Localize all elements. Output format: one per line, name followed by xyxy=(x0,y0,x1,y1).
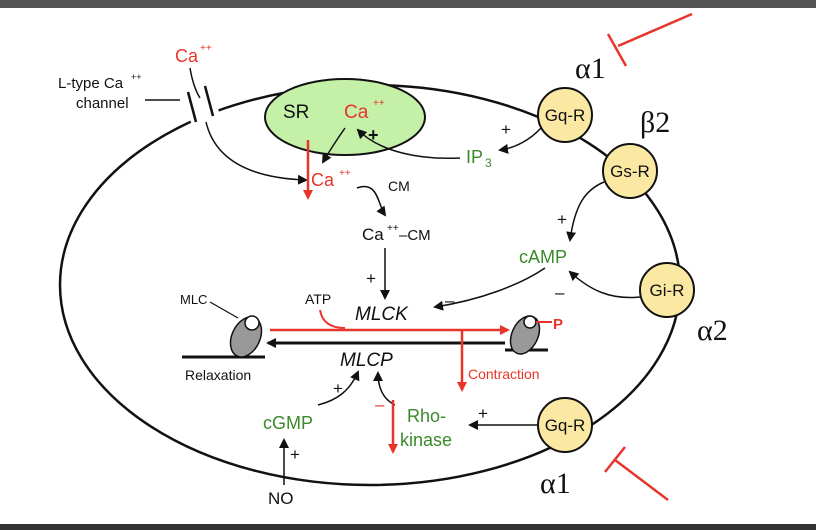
ca-outside-charge: ++ xyxy=(200,43,212,54)
ca-cm-tail: –CM xyxy=(399,227,431,244)
no-plus-sign: + xyxy=(290,445,300,464)
rho-plus-sign: + xyxy=(478,404,488,423)
rho-label-line1: Rho- xyxy=(407,406,446,426)
cgmp-plus-sign: + xyxy=(333,379,343,398)
sarcoplasmic-reticulum xyxy=(264,78,426,156)
blocker-bottom xyxy=(604,446,669,501)
mlck-label: MLCK xyxy=(355,304,409,325)
sr-label: SR xyxy=(283,102,309,123)
camp-label: cAMP xyxy=(519,247,567,267)
channel-label: channel xyxy=(76,95,129,112)
ca-cm-label: Ca xyxy=(362,225,384,244)
rho-minus-sign: – xyxy=(375,395,385,414)
ca-cm-charge: ++ xyxy=(387,223,399,234)
mlc-label: MLC xyxy=(180,292,207,307)
gs-to-camp-arrow xyxy=(566,181,605,242)
receptor-gi-label: Gi-R xyxy=(650,281,685,300)
alpha2-label: α2 xyxy=(697,314,728,347)
top-bar xyxy=(0,0,816,8)
ip3-label: IP xyxy=(466,147,483,167)
alpha1-bottom-label: α1 xyxy=(540,467,571,500)
ip3-to-sr-arrow xyxy=(356,128,461,160)
receptor-gs-label: Gs-R xyxy=(610,162,650,181)
mlck-plus-sign: + xyxy=(366,269,376,288)
rho-label-line2: kinase xyxy=(400,430,452,450)
channel-gap xyxy=(182,87,220,125)
alpha1-top-label: α1 xyxy=(575,52,606,85)
ip3-plus-sign: + xyxy=(501,120,511,139)
atp-curve xyxy=(319,309,346,329)
ca-cyto-charge: ++ xyxy=(339,168,351,179)
ca-cyto-label: Ca xyxy=(311,170,335,190)
mlc-pointer xyxy=(209,301,239,319)
cgmp-label: cGMP xyxy=(263,413,313,433)
receptor-gq-top-label: Gq-R xyxy=(545,106,586,125)
channel-to-ca-arrow xyxy=(205,121,308,185)
no-label: NO xyxy=(268,489,294,508)
camp-plus-sign: + xyxy=(557,210,567,229)
receptor-gq-bottom: Gq-R xyxy=(537,397,593,453)
mlcp-label: MLCP xyxy=(340,350,393,371)
receptor-gq-top: Gq-R xyxy=(537,87,593,143)
myosin-relaxed xyxy=(182,315,265,359)
contraction-label: Contraction xyxy=(468,366,540,382)
beta2-label: β2 xyxy=(640,106,670,139)
cm-label: CM xyxy=(388,178,410,194)
ca-outside-label: Ca xyxy=(175,46,199,66)
ca-cm-binding-arrow xyxy=(356,185,387,217)
ca-influx-line xyxy=(189,67,201,99)
channel-wall-right xyxy=(203,85,215,117)
gi-to-camp-arrow xyxy=(568,270,641,299)
atp-label: ATP xyxy=(305,291,331,307)
l-type-charge: ++ xyxy=(131,72,142,82)
ca-sr-charge: ++ xyxy=(373,98,385,109)
sr-release-arrow xyxy=(321,127,346,164)
sr-plus-sign: + xyxy=(368,125,379,145)
ip3-subscript: 3 xyxy=(485,156,492,170)
channel-wall-left xyxy=(186,91,198,123)
phospho-label: P xyxy=(553,316,563,333)
l-type-label: L-type Ca xyxy=(58,75,124,92)
ca-sr-label: Ca xyxy=(344,102,369,123)
relaxation-label: Relaxation xyxy=(185,367,251,383)
mlck-minus-sign: – xyxy=(445,291,455,310)
myosin-contracted xyxy=(505,315,552,355)
receptor-gi: Gi-R xyxy=(639,262,695,318)
gq-to-ip3-arrow xyxy=(498,127,542,154)
receptor-gq-bottom-label: Gq-R xyxy=(545,416,586,435)
bottom-bar xyxy=(0,524,816,530)
blocker-top xyxy=(606,12,693,67)
camp-minus-sign: – xyxy=(555,283,565,302)
cgmp-to-mlcp-arrow xyxy=(317,370,360,406)
receptor-gs: Gs-R xyxy=(602,143,658,199)
camp-to-mlck-arrow xyxy=(433,267,546,311)
